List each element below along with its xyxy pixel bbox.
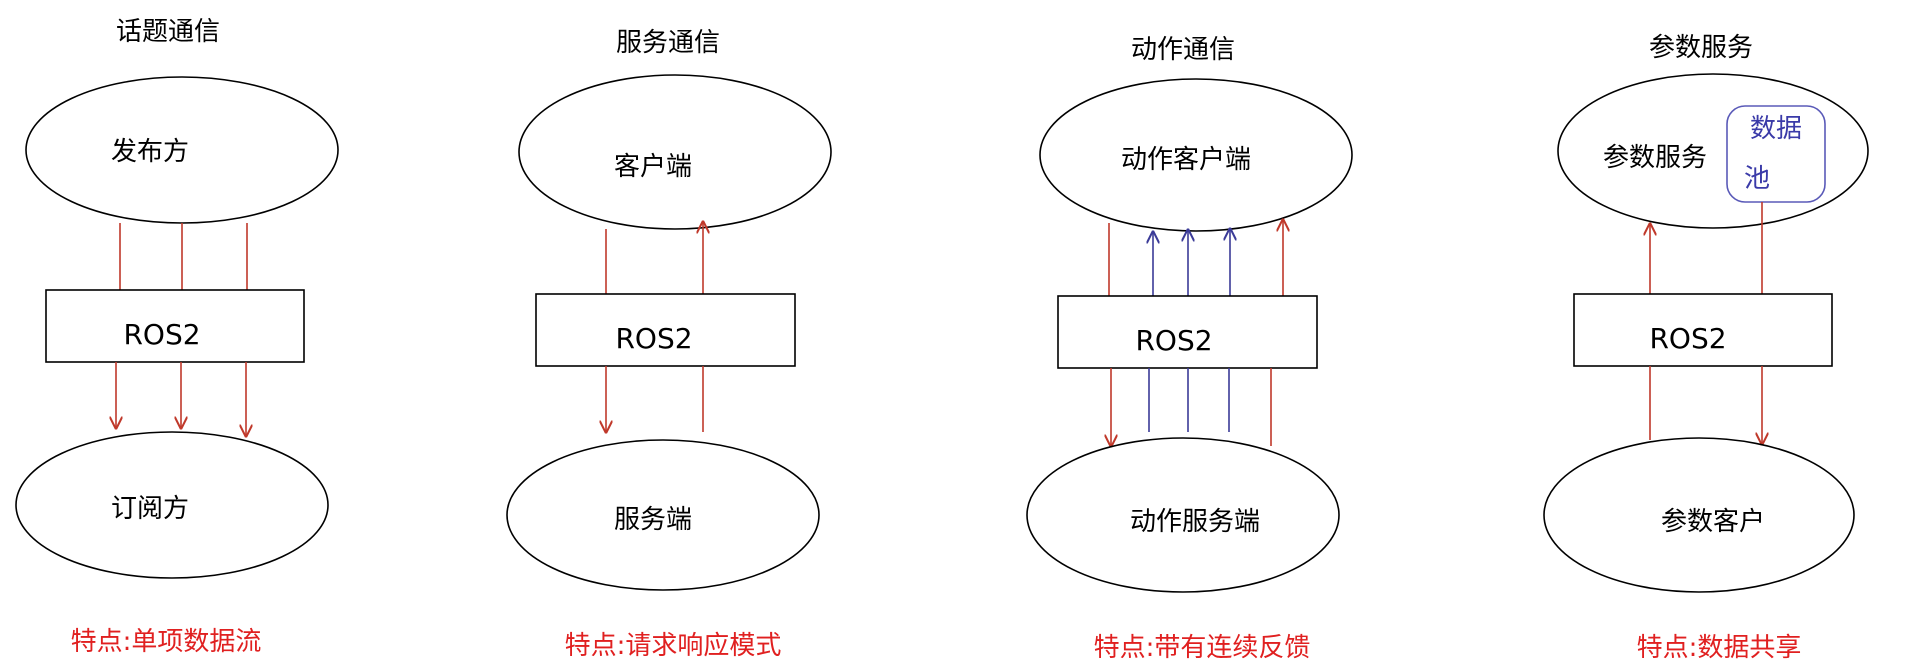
client-label: 客户端 [614,152,692,182]
panel-parameter: 参数服务 参数服务 数据 池 ROS2 参数客户 特点:数据共享 [1543,33,1869,663]
panel-title: 服务通信 [616,28,720,58]
ros2-box [45,289,305,363]
panel-title: 动作通信 [1131,35,1235,65]
parameter-client-ellipse [1543,437,1855,593]
ros2-box [535,293,796,367]
parameter-server-ellipse [1557,73,1869,229]
feature-text: 特点:请求响应模式 [565,631,782,661]
data-pool-box [1726,105,1826,203]
data-pool-label-line2: 池 [1744,164,1770,194]
feature-text: 特点:带有连续反馈 [1094,633,1311,663]
action-client-label: 动作客户端 [1121,145,1251,175]
feature-text: 特点:数据共享 [1637,633,1802,663]
ros2-label: ROS2 [1135,324,1212,357]
panel-title: 话题通信 [116,17,220,47]
action-client-ellipse [1039,78,1353,232]
feature-text: 特点:单项数据流 [71,627,262,657]
subscriber-ellipse [15,431,329,579]
action-server-ellipse [1026,437,1340,593]
client-ellipse [518,74,832,230]
parameter-client-label: 参数客户 [1661,507,1765,537]
server-label: 服务端 [614,505,692,535]
data-pool-label-line1: 数据 [1750,114,1802,144]
server-ellipse [506,439,820,591]
panel-topic: 话题通信 发布方 ROS2 订阅方 特点:单项数据流 [15,17,339,657]
panel-service: 服务通信 客户端 ROS2 服务端 特点:请求响应模式 [506,28,832,661]
subscriber-label: 订阅方 [111,494,189,524]
panel-title: 参数服务 [1649,33,1753,63]
ros2-label: ROS2 [123,318,200,351]
parameter-server-label: 参数服务 [1603,143,1707,173]
ros2-box [1573,293,1833,367]
ros2-label: ROS2 [615,322,692,355]
ros2-label: ROS2 [1649,322,1726,355]
panel-action: 动作通信 动作客户端 ROS2 动作服务端 特点:带有连续反馈 [1026,35,1353,663]
publisher-label: 发布方 [111,137,189,167]
action-server-label: 动作服务端 [1130,507,1260,537]
